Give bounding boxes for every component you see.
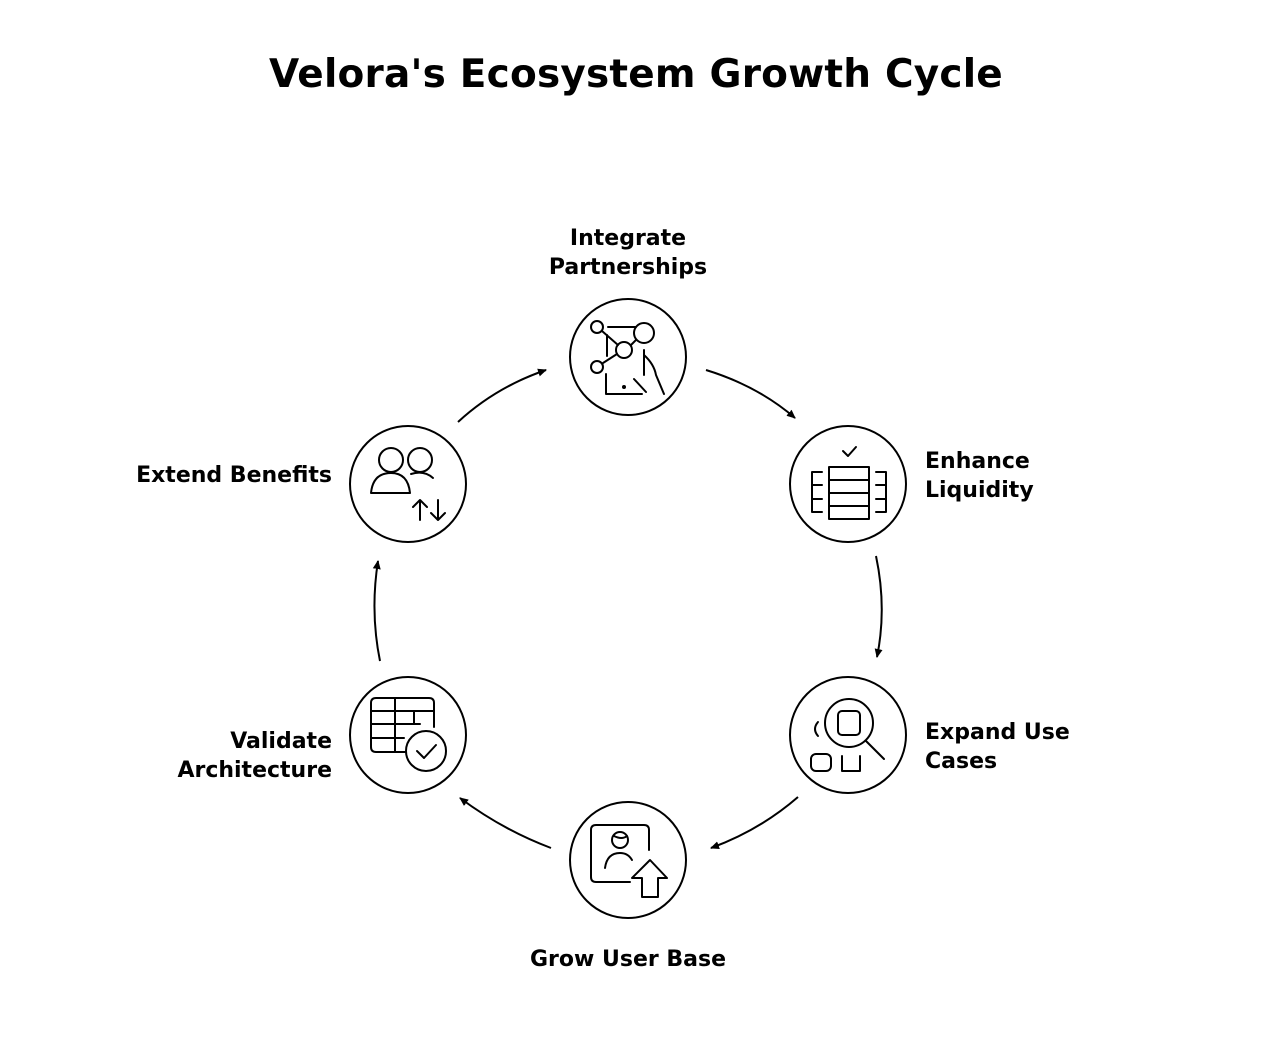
cycle-arrow (372, 560, 381, 662)
step-label-line: Expand Use (925, 720, 1070, 745)
step-label-line: Extend Benefits (136, 463, 332, 488)
step-label-line: Partnerships (548, 255, 708, 280)
cycle-arrow (710, 796, 799, 849)
step-label-line: Enhance (925, 449, 1030, 474)
cycle-arrow (705, 369, 796, 419)
step-node-extend-benefits (349, 425, 467, 543)
step-label-extend-benefits: Extend Benefits (72, 461, 332, 490)
cycle-arrow (459, 797, 552, 849)
step-node-enhance-liquidity (789, 425, 907, 543)
step-node-validate-architecture (349, 676, 467, 794)
step-label-expand-use-cases: Expand Use Cases (925, 718, 1145, 776)
table-check-icon (370, 697, 447, 772)
cycle-arrow (874, 555, 883, 658)
step-label-validate-architecture: Validate Architecture (92, 727, 332, 785)
step-label-line: Liquidity (925, 478, 1034, 503)
step-node-integrate-partnerships (569, 298, 687, 416)
step-label-integrate-partnerships: Integrate Partnerships (528, 224, 728, 282)
step-node-expand-use-cases (789, 676, 907, 794)
step-label-line: Architecture (177, 758, 332, 783)
cycle-arrow (457, 368, 547, 423)
users-exchange-icon (370, 447, 446, 521)
step-node-grow-user-base (569, 801, 687, 919)
step-label-line: Validate (230, 729, 332, 754)
user-growth-icon (590, 824, 668, 898)
diagram-title: Velora's Ecosystem Growth Cycle (269, 52, 1003, 97)
liquidity-stack-icon (811, 446, 887, 520)
search-shapes-icon (810, 698, 885, 772)
step-label-grow-user-base: Grow User Base (478, 945, 778, 974)
step-label-line: Grow User Base (529, 947, 727, 972)
network-hand-icon (590, 320, 665, 395)
step-label-line: Cases (925, 749, 998, 774)
step-label-enhance-liquidity: Enhance Liquidity (925, 447, 1145, 505)
step-label-line: Integrate (569, 226, 687, 251)
